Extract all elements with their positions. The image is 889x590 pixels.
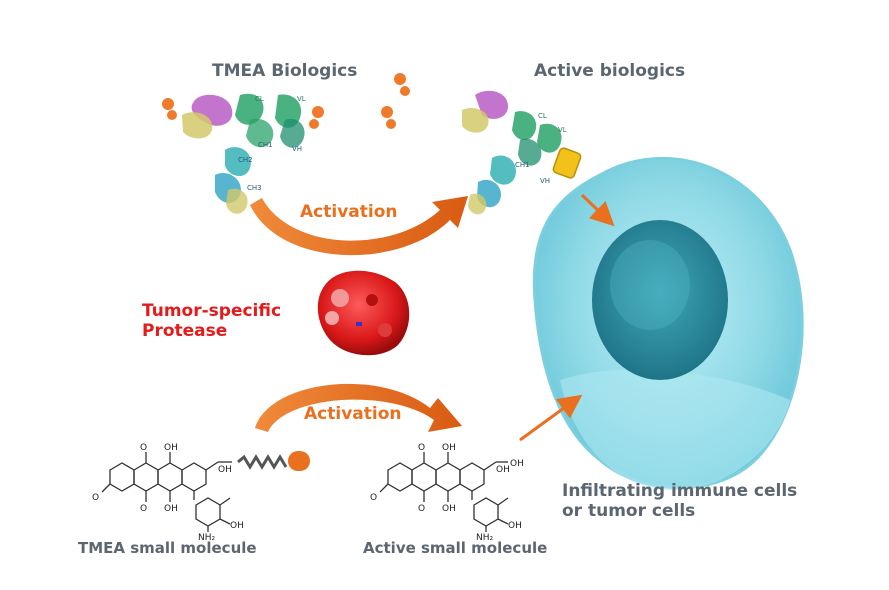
tmea-biologics-label: TMEA Biologics bbox=[212, 61, 358, 81]
svg-text:O: O bbox=[370, 493, 377, 503]
svg-text:VL: VL bbox=[297, 95, 306, 103]
svg-text:CL: CL bbox=[255, 95, 264, 103]
active-biologics-label: Active biologics bbox=[534, 61, 686, 81]
svg-text:O: O bbox=[418, 443, 425, 453]
tmea-antibody-structure: CL VL CH1 VH CH2 CH3 bbox=[162, 93, 324, 214]
svg-text:OH: OH bbox=[442, 504, 456, 514]
protease-structure bbox=[317, 270, 410, 356]
activation-arrow-bottom bbox=[255, 383, 462, 432]
active-antibody-structure: CL VL CH1 VH bbox=[462, 90, 567, 215]
svg-text:OH: OH bbox=[218, 465, 232, 475]
cells-label: Infiltrating immune cells or tumor cells bbox=[562, 481, 798, 521]
svg-text:VH: VH bbox=[292, 145, 302, 153]
activation-arrow-top bbox=[250, 196, 468, 256]
cleaved-masking-peptides bbox=[381, 73, 410, 129]
tmea-small-molecule-label: TMEA small molecule bbox=[78, 539, 257, 557]
svg-text:CH1: CH1 bbox=[258, 141, 273, 149]
arrow-to-nucleus bbox=[580, 193, 615, 227]
cells-label-line2: or tumor cells bbox=[562, 500, 696, 521]
svg-text:OH: OH bbox=[510, 459, 524, 469]
svg-text:CH3: CH3 bbox=[247, 184, 262, 192]
svg-text:OH: OH bbox=[442, 443, 456, 453]
svg-text:OH: OH bbox=[164, 443, 178, 453]
svg-text:O: O bbox=[92, 493, 99, 503]
svg-text:OH: OH bbox=[164, 504, 178, 514]
protease-label: Tumor-specific Protease bbox=[142, 301, 282, 341]
svg-text:O: O bbox=[140, 504, 147, 514]
active-small-molecule-label: Active small molecule bbox=[363, 539, 548, 557]
protease-label-line2: Protease bbox=[142, 320, 228, 341]
molecule-atom-labels: O OH O OH O OH NH₂ OH O OH O OH O OH OH … bbox=[92, 443, 524, 543]
svg-text:CL: CL bbox=[538, 112, 547, 120]
cell-nucleus bbox=[592, 220, 728, 380]
svg-text:NH₂: NH₂ bbox=[476, 533, 494, 543]
svg-text:NH₂: NH₂ bbox=[198, 533, 216, 543]
svg-text:O: O bbox=[140, 443, 147, 453]
svg-text:OH: OH bbox=[496, 465, 510, 475]
activation-label-top: Activation bbox=[300, 202, 398, 222]
cells-label-line1: Infiltrating immune cells bbox=[562, 481, 798, 501]
active-small-molecule-structure bbox=[379, 452, 509, 532]
target-cell bbox=[532, 156, 804, 491]
svg-text:VH: VH bbox=[540, 177, 550, 185]
arrow-to-cell bbox=[519, 394, 583, 442]
svg-text:VL: VL bbox=[558, 126, 567, 134]
svg-text:O: O bbox=[418, 504, 425, 514]
cell-receptor bbox=[552, 147, 582, 179]
svg-text:CH1: CH1 bbox=[515, 161, 530, 169]
svg-text:OH: OH bbox=[230, 521, 244, 531]
protease-label-line1: Tumor-specific bbox=[142, 301, 282, 321]
activation-label-bottom: Activation bbox=[304, 404, 402, 424]
svg-text:CH2: CH2 bbox=[238, 156, 253, 164]
tmea-small-molecule-linker bbox=[237, 451, 310, 471]
svg-text:OH: OH bbox=[508, 521, 522, 531]
tmea-small-molecule-structure bbox=[101, 452, 232, 532]
